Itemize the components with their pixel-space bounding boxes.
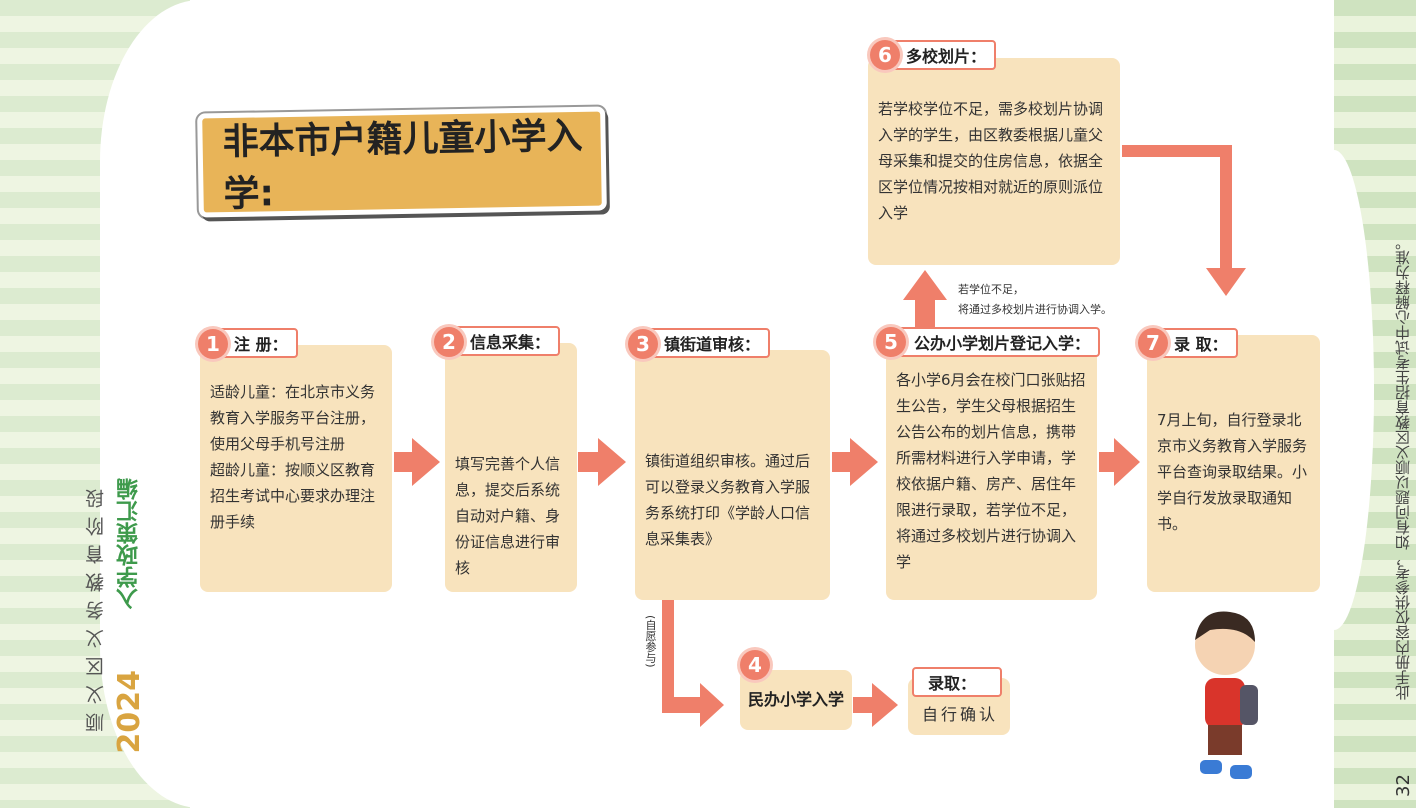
step-1-text: 适龄儿童：在北京市义务教育入学服务平台注册，使用父母手机号注册 超龄儿童：按顺义… <box>210 383 376 531</box>
step-7-number: 7 <box>1138 328 1168 358</box>
step-5-number: 5 <box>876 327 906 357</box>
arrow-6-7 <box>1122 145 1246 296</box>
arrow-1-2 <box>394 438 440 486</box>
step-7-text: 7月上旬，自行登录北京市义务教育入学服务平台查询录取结果。小学自行发放录取通知书… <box>1157 411 1308 533</box>
step-4-number: 4 <box>740 650 770 680</box>
step-5-label: 公办小学划片登记入学： <box>882 327 1101 357</box>
step-4-box: 民办小学入学 <box>740 670 852 730</box>
step-2-box: 填写完善个人信息，提交后系统自动对户籍、身份证信息进行审核 <box>445 343 577 592</box>
private-admit-label: 录取： <box>912 667 1002 697</box>
step-6-box: 若学校学位不足，需多校划片协调入学的学生，由区教委根据儿童父母采集和提交的住房信… <box>868 58 1120 265</box>
arrow-3-5 <box>832 438 878 486</box>
step-7-box: 7月上旬，自行登录北京市义务教育入学服务平台查询录取结果。小学自行发放录取通知书… <box>1147 335 1320 592</box>
shortage-note: 若学位不足，将通过多校划片进行协调入学。 <box>958 283 1112 316</box>
step-1-number: 1 <box>198 329 228 359</box>
arrow-2-3 <box>578 438 626 486</box>
step-2-number: 2 <box>434 327 464 357</box>
step-5-box: 各小学6月会在校门口张贴招生公告，学生父母根据招生公告公布的划片信息，携带所需材… <box>886 345 1097 600</box>
arrow-5-6 <box>903 270 947 330</box>
step-6-text: 若学校学位不足，需多校划片协调入学的学生，由区教委根据儿童父母采集和提交的住房信… <box>878 100 1104 222</box>
voluntary-note: (自愿参与) <box>644 615 657 668</box>
arrow-3-4 <box>662 600 724 727</box>
step-6-number: 6 <box>870 40 900 70</box>
step-3-text: 镇街道组织审核。通过后可以登录义务教育入学服务系统打印《学龄人口信息采集表》 <box>645 452 811 548</box>
arrow-5-7 <box>1099 438 1140 486</box>
step-1-label: 注 册： <box>202 328 298 358</box>
private-admit-text: 自行确认 <box>922 705 999 724</box>
step-5-text: 各小学6月会在校门口张贴招生公告，学生父母根据招生公告公布的划片信息，携带所需材… <box>896 371 1086 571</box>
step-4-label: 民办小学入学 <box>747 690 844 709</box>
step-3-number: 3 <box>628 329 658 359</box>
step-1-box: 适龄儿童：在北京市义务教育入学服务平台注册，使用父母手机号注册 超龄儿童：按顺义… <box>200 345 392 592</box>
step-2-text: 填写完善个人信息，提交后系统自动对户籍、身份证信息进行审核 <box>455 455 561 577</box>
child-illustration <box>1195 611 1258 779</box>
step-3-box: 镇街道组织审核。通过后可以登录义务教育入学服务系统打印《学龄人口信息采集表》 <box>635 350 830 600</box>
arrow-4-admit <box>853 683 898 727</box>
